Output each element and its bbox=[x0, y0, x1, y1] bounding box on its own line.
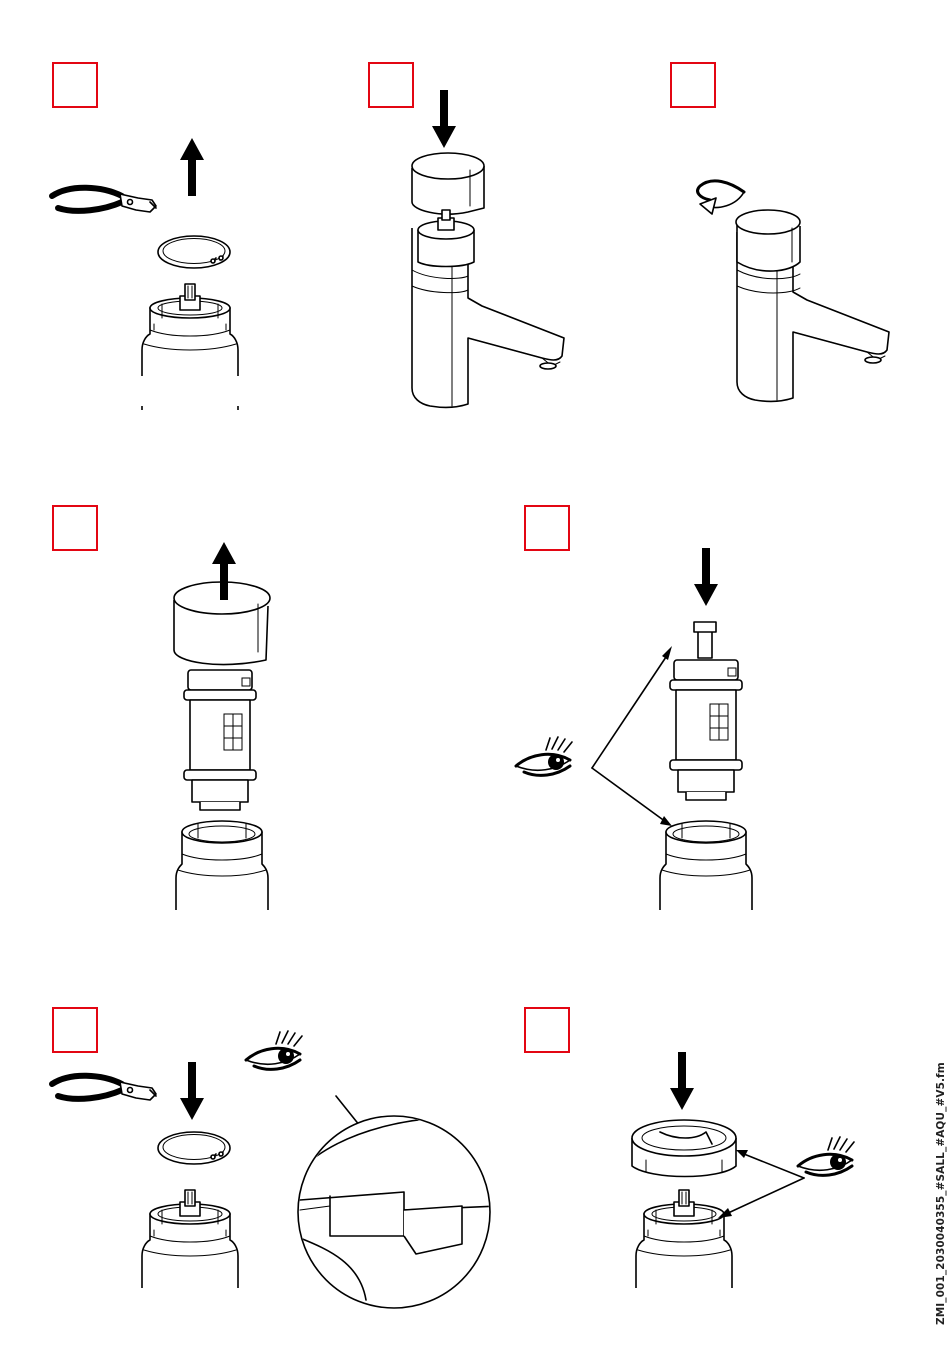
step5-figure bbox=[516, 548, 770, 940]
step1-figure bbox=[52, 138, 260, 410]
magnifier-detail-icon bbox=[298, 1116, 500, 1308]
step6-figure bbox=[52, 1031, 500, 1318]
step7-figure bbox=[620, 1052, 854, 1318]
rotate-arrow-icon bbox=[698, 181, 744, 214]
cartridge-icon bbox=[670, 660, 742, 800]
step4-figure bbox=[160, 542, 290, 940]
down-arrow-icon bbox=[670, 1052, 694, 1110]
step2-figure bbox=[412, 90, 564, 407]
cartridge-icon bbox=[184, 670, 256, 810]
down-arrow-icon bbox=[180, 1062, 204, 1120]
down-arrow-icon bbox=[432, 90, 456, 148]
retaining-ring-icon bbox=[158, 1132, 230, 1164]
step3-figure bbox=[698, 181, 889, 401]
eye-icon bbox=[798, 1137, 854, 1175]
handle-cap-icon bbox=[412, 153, 484, 214]
circlip-pliers-icon bbox=[52, 1076, 156, 1100]
down-arrow-icon bbox=[694, 548, 718, 606]
circlip-pliers-icon bbox=[52, 188, 156, 212]
eye-icon bbox=[246, 1031, 302, 1069]
document-id-label: ZMI_001_2030040355_#SALL_#AQU_#V5.fm bbox=[935, 1062, 947, 1325]
up-arrow-icon bbox=[180, 138, 204, 196]
retaining-ring-icon bbox=[158, 236, 230, 268]
adapter-ring-icon bbox=[632, 1120, 736, 1177]
eye-icon bbox=[516, 737, 572, 775]
